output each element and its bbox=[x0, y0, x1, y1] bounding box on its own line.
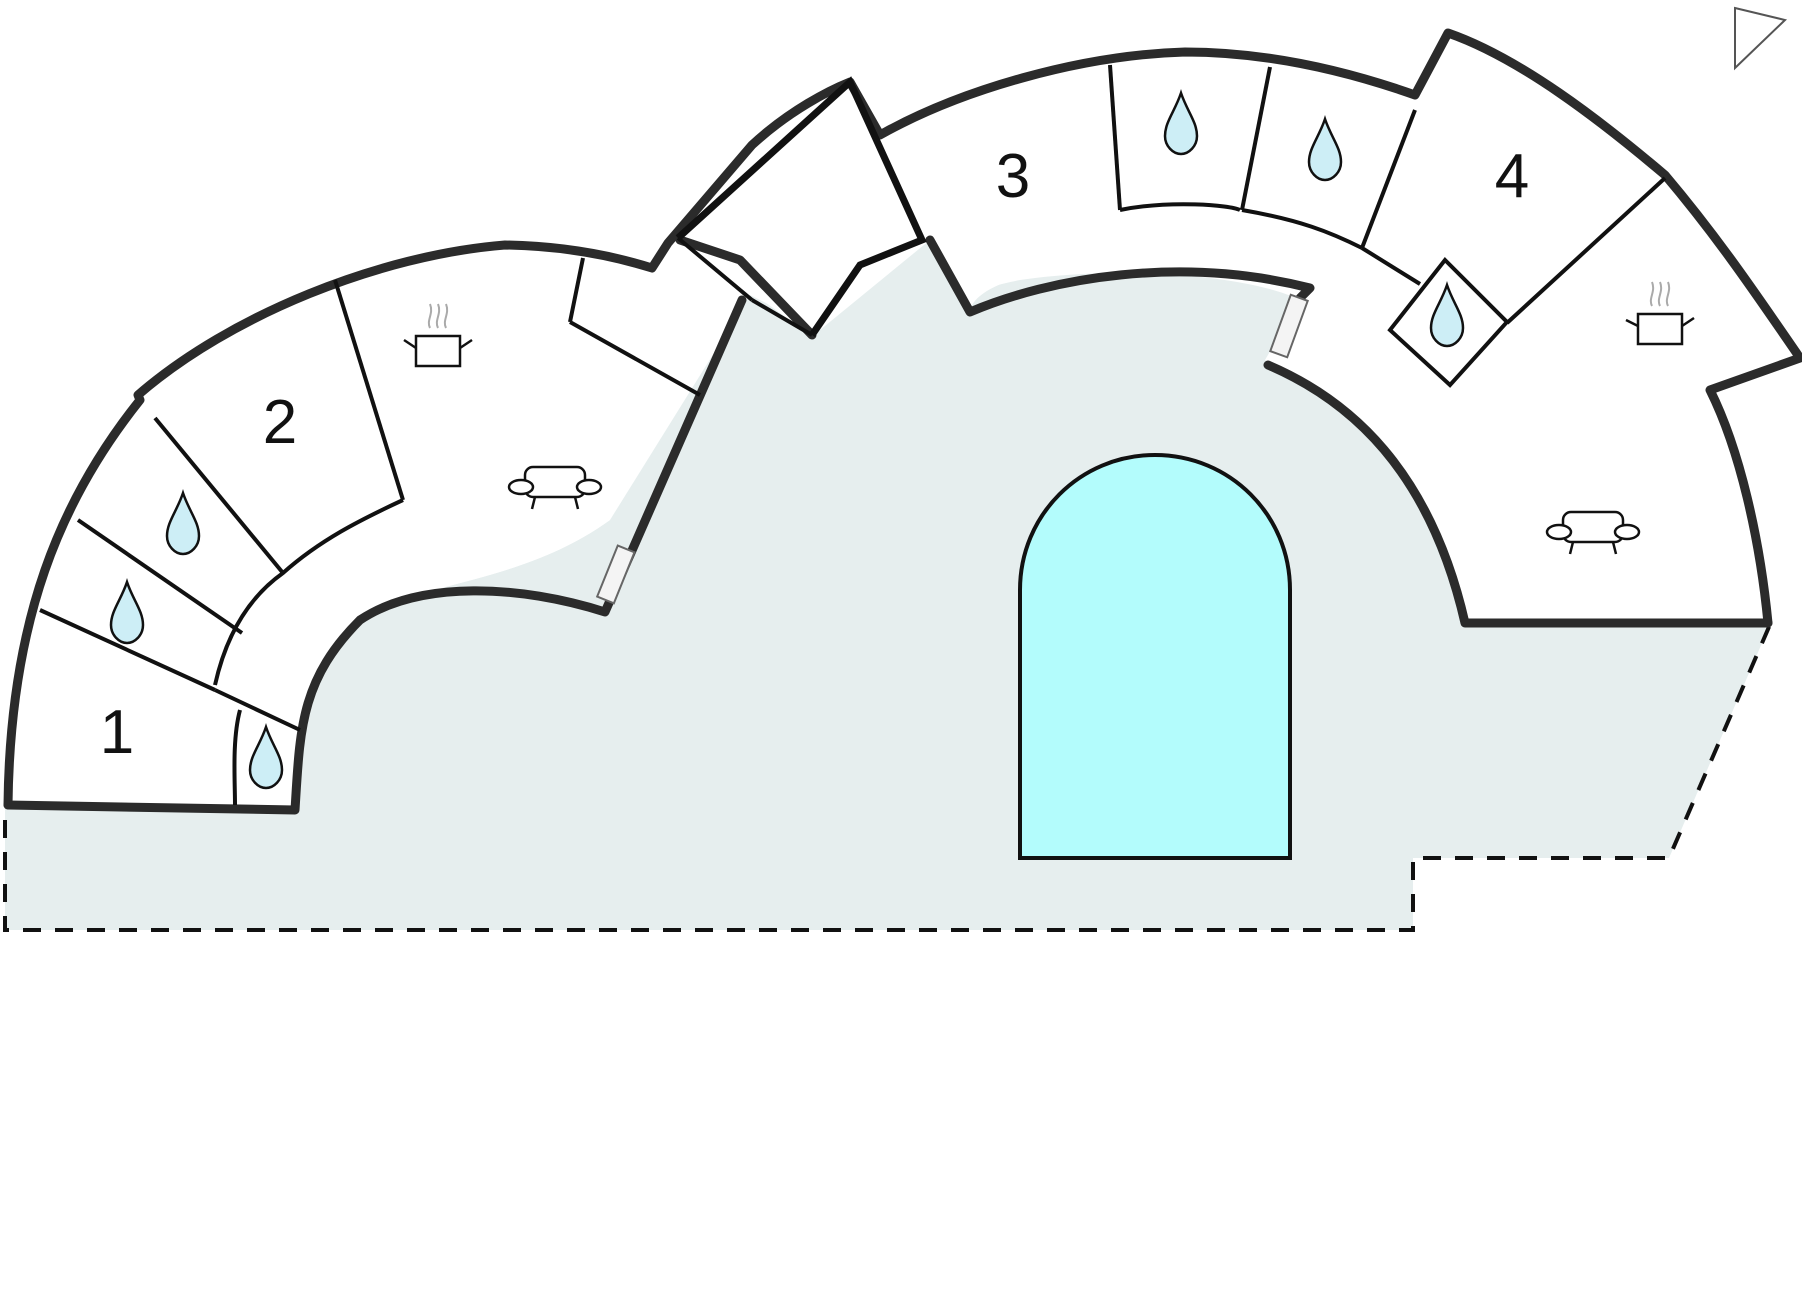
terrace-boundary bbox=[3, 619, 1774, 932]
room-number-3: 3 bbox=[995, 142, 1031, 211]
sofa-icon bbox=[1545, 510, 1641, 555]
building-footprint bbox=[8, 35, 1800, 810]
water-drop-icon bbox=[109, 578, 145, 645]
water-drop-icon bbox=[1307, 115, 1343, 182]
room-number-4: 4 bbox=[1494, 142, 1530, 211]
terrace-area bbox=[5, 240, 1772, 930]
north-arrow-icon bbox=[1734, 6, 1788, 71]
water-drop-icon bbox=[1429, 281, 1465, 348]
exterior-wall-lower bbox=[3, 235, 1773, 815]
cooking-pot-icon bbox=[1625, 281, 1695, 346]
interior-walls bbox=[39, 64, 1667, 806]
door-glass-icon bbox=[595, 544, 636, 605]
room-number-2: 2 bbox=[262, 388, 298, 457]
water-drop-icon bbox=[1163, 89, 1199, 156]
cooking-pot-icon bbox=[403, 303, 473, 368]
door-glass-icon bbox=[1269, 293, 1309, 359]
room-number-1: 1 bbox=[99, 698, 135, 767]
pool bbox=[1018, 452, 1292, 860]
water-drop-icon bbox=[165, 489, 201, 556]
sofa-icon bbox=[507, 465, 603, 510]
exterior-wall bbox=[3, 28, 1802, 810]
water-drop-icon bbox=[248, 723, 284, 790]
